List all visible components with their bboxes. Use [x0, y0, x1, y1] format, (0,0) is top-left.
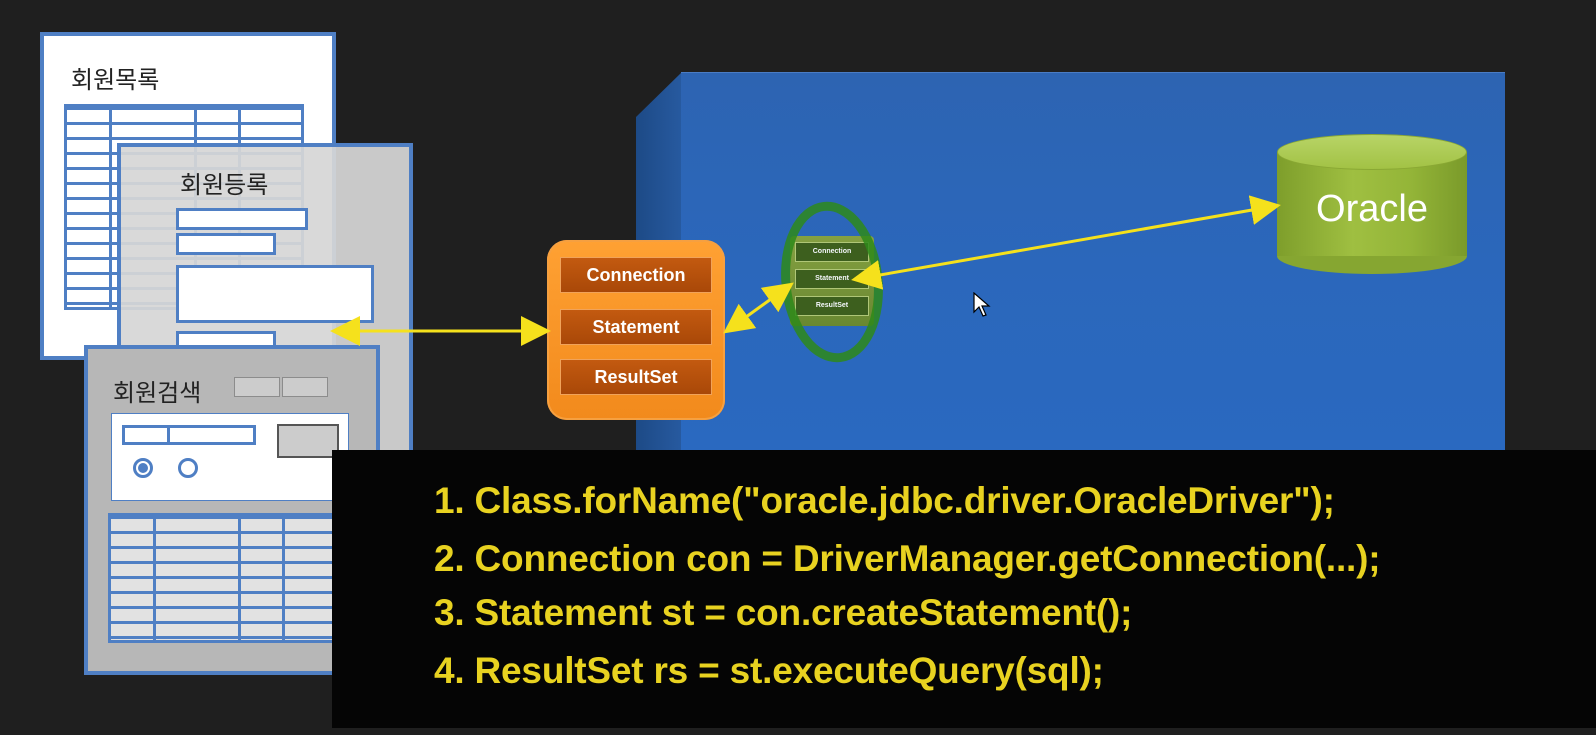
- search-input-divider: [167, 425, 170, 445]
- code-line-3: 3. Statement st = con.createStatement();: [434, 592, 1133, 633]
- code-line-4: 4. ResultSet rs = st.executeQuery(sql);: [434, 650, 1104, 691]
- oracle-label: Oracle: [1316, 188, 1428, 230]
- search-option-radio-selected[interactable]: [133, 458, 153, 478]
- search-input[interactable]: [122, 425, 256, 445]
- driver-to-oracle-arrow: [851, 195, 1281, 290]
- member-list-title: 회원목록: [71, 67, 160, 94]
- table-column-divider: [238, 516, 241, 640]
- register-memo-field[interactable]: [176, 265, 374, 323]
- table-column-divider: [282, 516, 285, 640]
- oracle-database: Oracle: [1277, 134, 1467, 274]
- search-option-radio[interactable]: [178, 458, 198, 478]
- member-search-form: 회원검색: [84, 345, 380, 675]
- code-box: 1. Class.forName("oracle.jdbc.driver.Ora…: [332, 450, 1596, 728]
- search-toolbar-button[interactable]: [282, 377, 328, 397]
- mini-resultset-block: ResultSet: [795, 296, 869, 316]
- code-line-1: 1. Class.forName("oracle.jdbc.driver.Ora…: [434, 480, 1335, 521]
- stack-to-driver-arrow: [723, 282, 794, 334]
- search-toolbar-button[interactable]: [234, 377, 280, 397]
- resultset-block: ResultSet: [560, 359, 712, 395]
- cylinder-top: [1277, 134, 1467, 170]
- register-id-field[interactable]: [176, 233, 276, 255]
- table-column-divider: [153, 516, 156, 640]
- search-button[interactable]: [277, 424, 339, 458]
- register-name-field[interactable]: [176, 208, 308, 230]
- connection-block: Connection: [560, 257, 712, 293]
- statement-block: Statement: [560, 309, 712, 345]
- member-register-title: 회원등록: [180, 172, 269, 199]
- member-search-title: 회원검색: [113, 380, 202, 407]
- jdbc-object-stack: Connection Statement ResultSet: [547, 240, 725, 420]
- table-column-divider: [109, 107, 112, 307]
- highlight-circle: [781, 201, 883, 363]
- search-condition-panel: [111, 413, 349, 501]
- code-line-2: 2. Connection con = DriverManager.getCon…: [434, 538, 1381, 579]
- member-search-table: [108, 513, 346, 643]
- mouse-cursor-icon: [973, 292, 991, 317]
